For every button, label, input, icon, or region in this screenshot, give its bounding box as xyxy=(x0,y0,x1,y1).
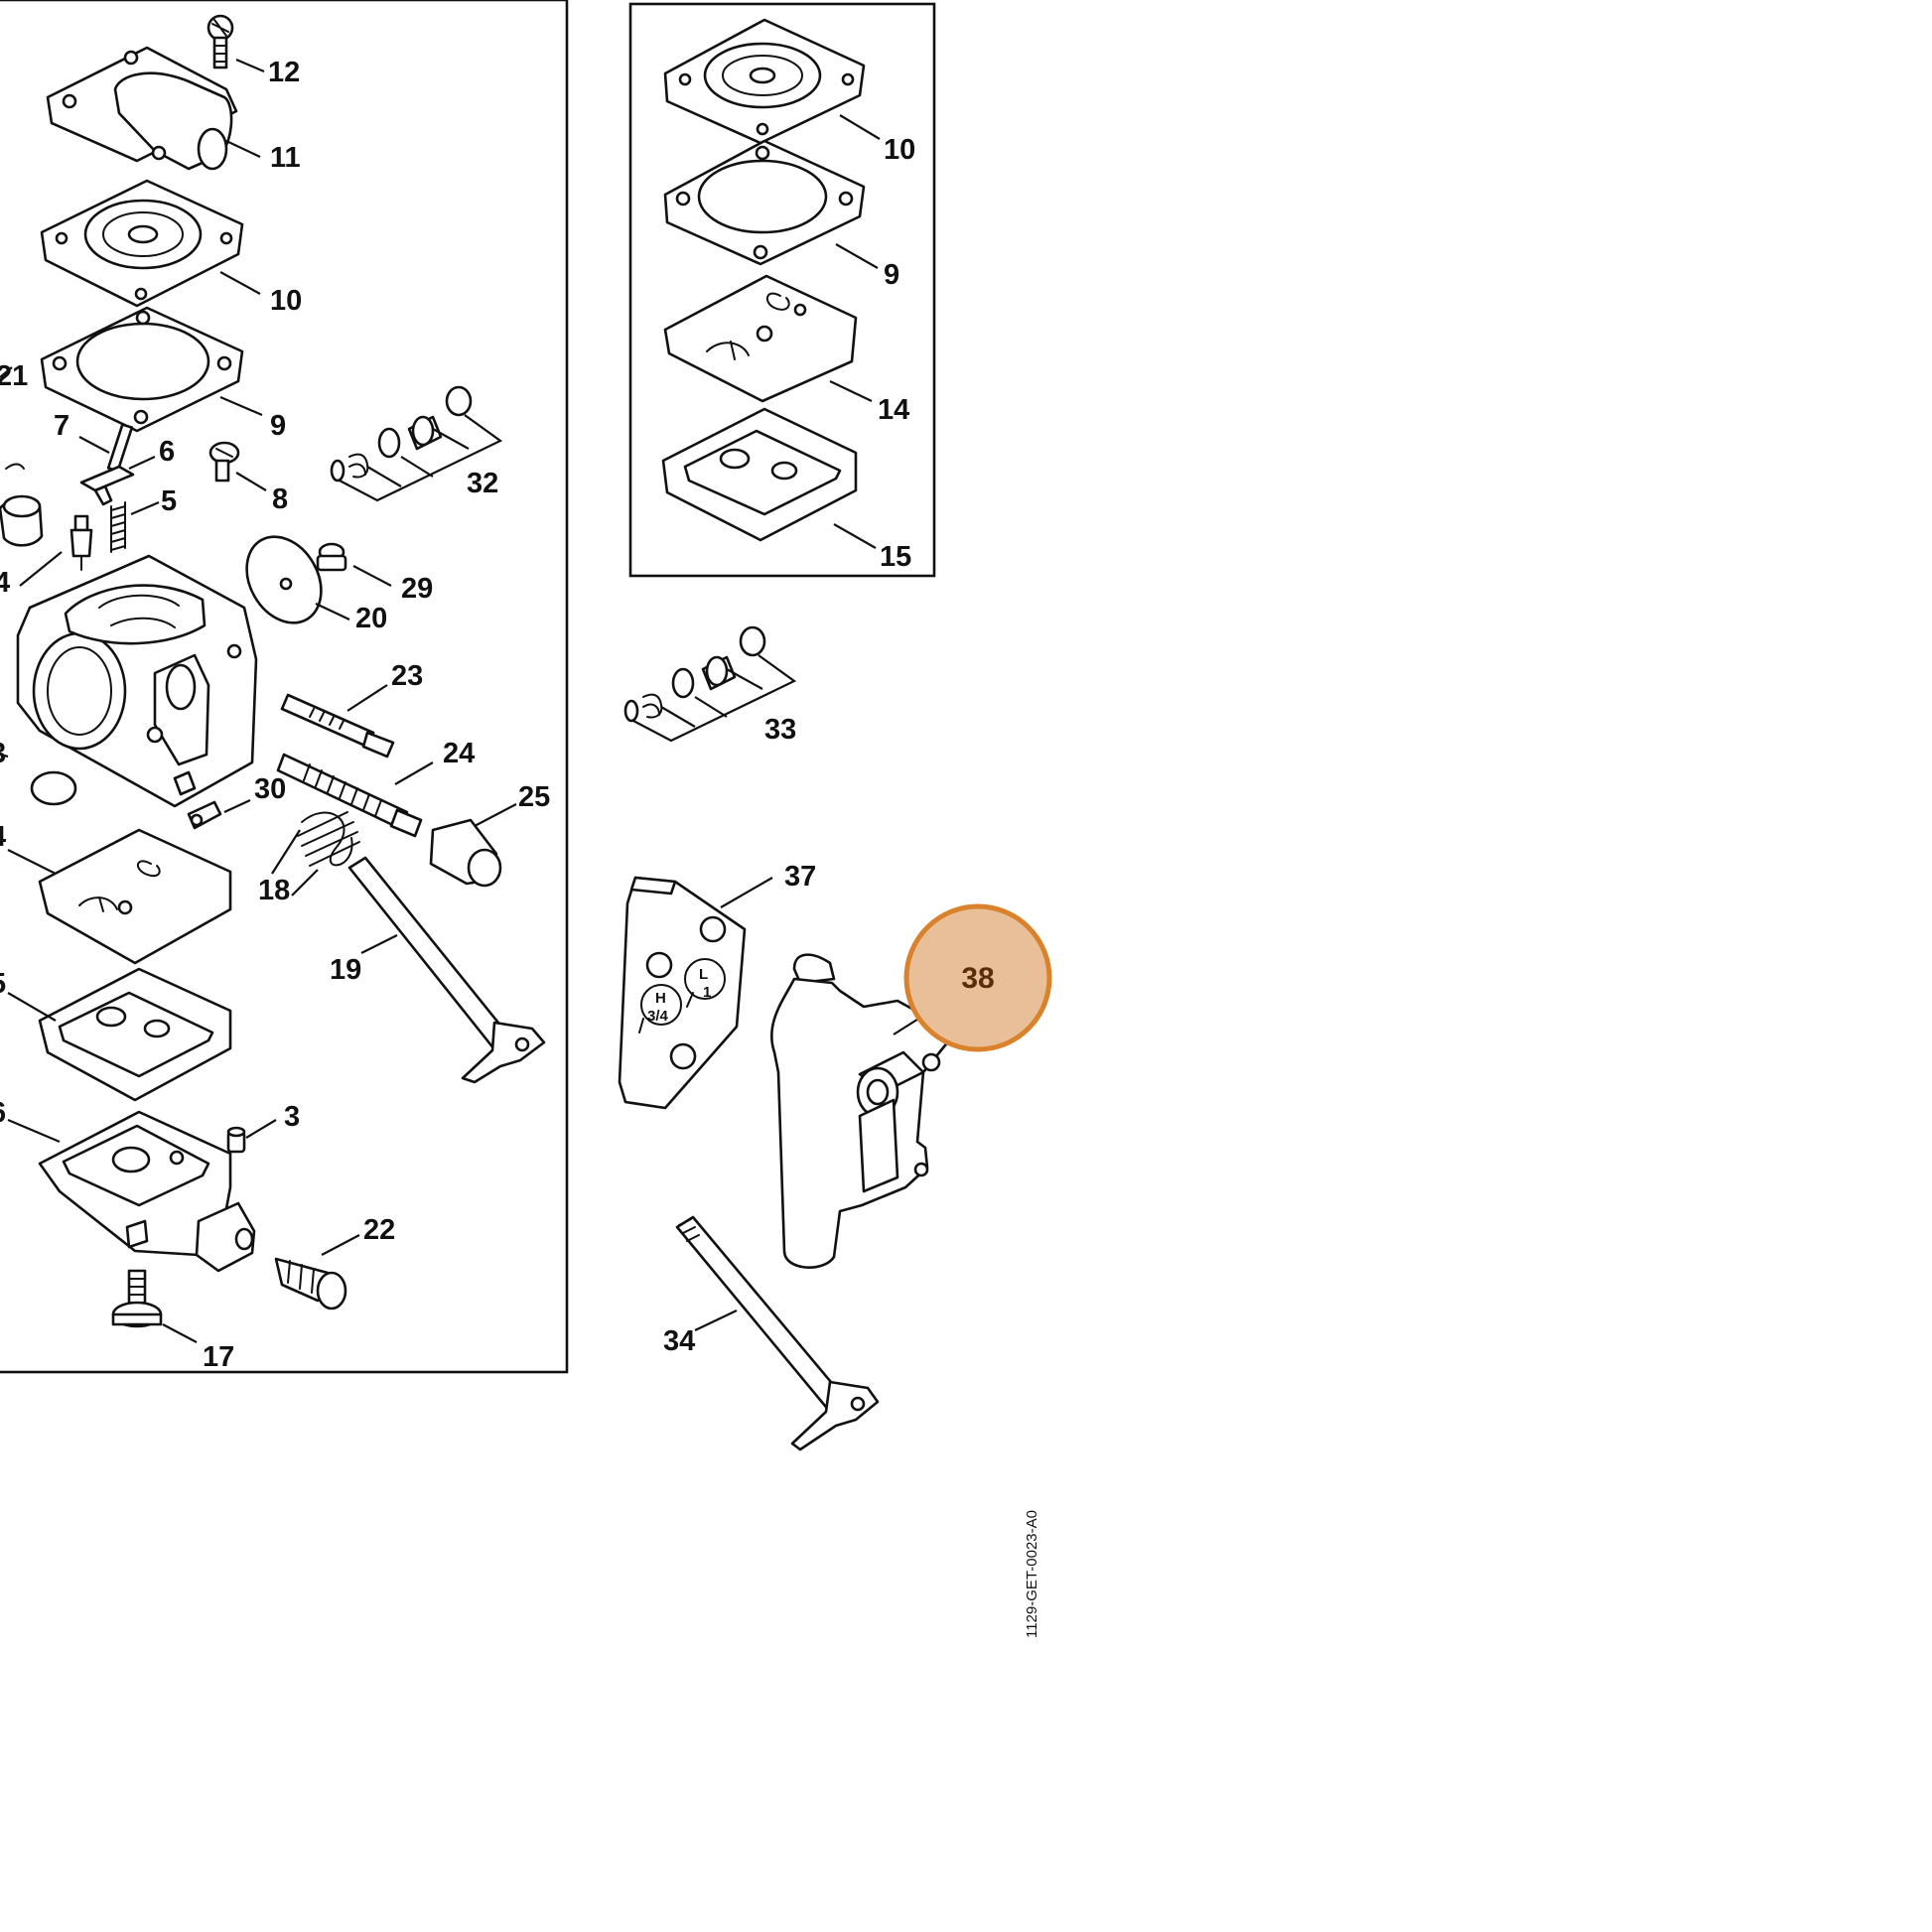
left-assembly-frame xyxy=(0,0,569,1374)
plate-mark-l: L xyxy=(699,966,708,983)
part-34-throttle-shaft[interactable] xyxy=(675,1215,880,1451)
part-23-adjusting-screw[interactable] xyxy=(280,693,395,759)
callout-13[interactable]: 3 xyxy=(0,738,6,769)
callout-23[interactable]: 23 xyxy=(391,660,423,692)
part-19-throttle-shaft[interactable] xyxy=(347,856,546,1084)
part-10-kit-diaphragm[interactable] xyxy=(663,18,866,145)
callout-6[interactable]: 6 xyxy=(159,436,175,468)
part-3-cap[interactable] xyxy=(226,1126,246,1154)
part-8-screw[interactable] xyxy=(208,441,240,483)
callout-10-kit[interactable]: 10 xyxy=(884,134,915,166)
part-7-pin[interactable] xyxy=(106,423,134,473)
part-13-strainer[interactable] xyxy=(30,770,77,806)
callout-9-kit[interactable]: 9 xyxy=(884,259,899,291)
callout-15-kit[interactable]: 15 xyxy=(880,541,911,573)
part-9-gasket[interactable] xyxy=(40,306,244,433)
part-carburetor-body[interactable] xyxy=(16,554,258,808)
callout-22[interactable]: 22 xyxy=(363,1214,395,1246)
part-33-plug-kit[interactable] xyxy=(623,625,766,723)
callout-34[interactable]: 34 xyxy=(663,1325,695,1357)
drawing-code: 1129-GET-0023-A0 xyxy=(1024,1510,1040,1638)
part-12-screw[interactable] xyxy=(207,14,234,69)
callout-18[interactable]: 18 xyxy=(258,875,290,906)
part-17-screw[interactable] xyxy=(111,1269,163,1328)
part-16-metering-cover[interactable] xyxy=(38,1110,256,1273)
callout-8[interactable]: 8 xyxy=(272,483,288,515)
callout-30[interactable]: 30 xyxy=(254,773,286,805)
callout-12[interactable]: 12 xyxy=(268,57,300,88)
part-9-kit-gasket[interactable] xyxy=(663,139,866,266)
part-15-gasket[interactable] xyxy=(38,967,232,1102)
callout-3[interactable]: 3 xyxy=(284,1101,300,1133)
part-15-kit-gasket[interactable] xyxy=(661,407,858,542)
callout-20[interactable]: 20 xyxy=(355,603,387,634)
part-5-spring[interactable] xyxy=(110,501,126,553)
repair-kit-frame xyxy=(628,2,936,578)
callout-7[interactable]: 7 xyxy=(54,410,69,442)
callout-32[interactable]: 32 xyxy=(467,468,498,499)
callout-11[interactable]: 11 xyxy=(270,142,301,174)
callout-9[interactable]: 9 xyxy=(270,410,286,442)
plate-mark-h-fraction: 3/4 xyxy=(647,1008,669,1025)
callout-16[interactable]: 6 xyxy=(0,1097,6,1129)
callout-15[interactable]: 5 xyxy=(0,968,6,1000)
callout-4[interactable]: 4 xyxy=(0,567,10,599)
part-4-metering-diaphragm[interactable] xyxy=(38,828,232,965)
part-25-limiter-cap[interactable] xyxy=(429,818,502,888)
callout-5[interactable]: 5 xyxy=(161,485,177,517)
part-29-screw[interactable] xyxy=(316,542,347,572)
callout-17[interactable]: 17 xyxy=(203,1341,234,1373)
part-4-inlet-needle[interactable] xyxy=(69,514,93,571)
callout-37[interactable]: 37 xyxy=(784,861,816,893)
selected-callout-highlight[interactable] xyxy=(903,903,1052,1052)
plate-mark-l-fraction: 1 xyxy=(703,984,711,1001)
part-22-fuel-screw[interactable] xyxy=(274,1257,347,1311)
part-fuel-plug[interactable] xyxy=(0,494,44,547)
part-11-pump-cover[interactable] xyxy=(46,46,238,171)
callout-38-selected[interactable]: 38 xyxy=(961,962,994,995)
callout-25[interactable]: 25 xyxy=(518,781,550,813)
part-18-spring[interactable] xyxy=(297,811,360,867)
part-14-kit-diaphragm[interactable] xyxy=(663,274,858,403)
callout-24[interactable]: 24 xyxy=(443,738,475,769)
part-6-inlet-lever[interactable] xyxy=(79,465,135,506)
part-37-plate[interactable] xyxy=(618,876,747,1110)
callout-29[interactable]: 29 xyxy=(401,573,433,605)
callout-4-second[interactable]: 4 xyxy=(0,821,6,853)
callout-33[interactable]: 33 xyxy=(764,714,796,746)
part-32-plug-kit[interactable] xyxy=(330,385,473,483)
part-30-clip[interactable] xyxy=(187,800,222,830)
callout-19[interactable]: 19 xyxy=(330,954,361,986)
part-24-adjusting-screw[interactable] xyxy=(276,753,423,838)
callout-21[interactable]: 21 xyxy=(0,360,28,392)
callout-14[interactable]: 14 xyxy=(878,394,909,426)
callout-10[interactable]: 10 xyxy=(270,285,302,317)
part-38-housing[interactable] xyxy=(769,953,951,1269)
part-10-pump-diaphragm[interactable] xyxy=(40,179,244,308)
part-20-metering-disc[interactable] xyxy=(232,523,337,636)
plate-mark-h: H xyxy=(655,990,666,1007)
